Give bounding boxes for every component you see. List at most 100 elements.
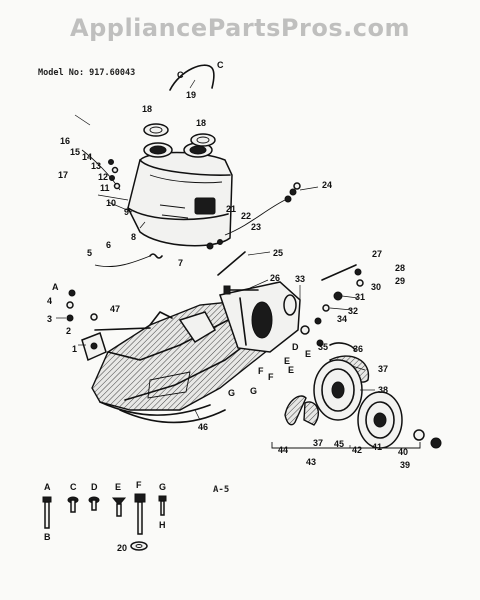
drive-pulley-38 [313,359,363,421]
callout-38: 38 [378,385,388,395]
callout-20: 20 [117,543,127,553]
callout-26: 26 [270,273,280,283]
callout-5: 5 [87,248,92,258]
fuel-cap-left [143,142,173,158]
letter-f-2: F [268,372,274,382]
callout-37b: 37 [313,438,323,448]
callout-36: 36 [353,344,363,354]
watermark-text: AppliancePartsPros.com [70,14,410,42]
callout-17: 17 [58,170,68,180]
washer-nut-39-40 [413,429,442,449]
legend-letter-g: G [159,482,166,492]
callout-27: 27 [372,249,382,259]
model-number-label: Model No: 917.60043 [38,68,136,78]
callout-35: 35 [318,342,328,352]
callout-13: 13 [91,161,101,171]
spring-7 [149,253,163,259]
callout-32: 32 [348,306,358,316]
bracket-left [81,332,107,362]
tie-rod-47 [94,327,151,331]
callout-30: 30 [371,282,381,292]
fuel-cap-right [183,142,213,158]
fastener-f-bolt [134,493,146,535]
letter-e-3: E [288,365,294,375]
legend-letter-c: C [70,482,77,492]
letter-c-2: C [217,60,224,70]
wire-6 [94,255,151,267]
leader-lines [56,79,375,448]
fuel-tank [127,151,233,247]
callout-42: 42 [352,445,362,455]
bolt-26-head [223,285,231,295]
callout-3: 3 [47,314,52,324]
callout-40: 40 [398,447,408,457]
callout-23: 23 [251,222,261,232]
washer-20 [130,541,148,551]
page-reference: A-5 [213,485,230,495]
legend-letter-b: B [44,532,51,542]
fastener-e-screw [111,497,127,517]
washers-28-32 [300,268,364,347]
reference-letters: A C C D E E E F F G G A B C D E F G H [44,60,311,542]
callout-22: 22 [241,211,251,221]
callout-28: 28 [395,263,405,273]
callout-25: 25 [273,248,283,258]
callout-15: 15 [70,147,80,157]
callout-24: 24 [322,180,332,190]
small-parts-left [66,289,98,322]
callout-1: 1 [72,344,77,354]
callout-6: 6 [106,240,111,250]
cap-gasket-18b [190,133,216,147]
callout-33: 33 [295,274,305,284]
callout-11: 11 [100,183,110,193]
callout-8: 8 [131,232,136,242]
callout-14: 14 [82,152,92,162]
callout-29: 29 [395,276,405,286]
callout-2: 2 [66,326,71,336]
spring-36 [329,342,356,351]
housing [219,281,301,353]
letter-f-1: F [258,366,264,376]
callout-21: 21 [226,204,236,214]
legend-letter-a: A [44,482,51,492]
fastener-g-screw [158,495,167,516]
callout-41: 41 [372,442,382,452]
legend-letter-d: D [91,482,98,492]
letter-d-1: D [292,342,299,352]
callout-45: 45 [334,439,344,449]
callout-31: 31 [355,292,365,302]
letter-g-2: G [250,386,257,396]
tank-strap [169,64,215,91]
callout-4: 4 [47,296,52,306]
callout-12: 12 [98,172,108,182]
letter-a-top: A [52,282,59,292]
callout-16: 16 [60,136,70,146]
cap-gasket-18a [143,123,169,137]
callout-44: 44 [278,445,288,455]
callout-7: 7 [178,258,183,268]
legend-letter-e: E [115,482,121,492]
callout-43: 43 [306,457,316,467]
letter-e-1: E [305,349,311,359]
fuel-fittings-left [108,159,121,190]
callout-34: 34 [337,314,347,324]
callout-18b: 18 [196,118,206,128]
callout-numbers: 1 2 3 4 5 6 7 8 9 10 11 12 13 14 15 16 1… [47,90,410,553]
fastener-a-bolt [42,496,52,529]
callout-37a: 37 [378,364,388,374]
callout-47: 47 [110,304,120,314]
letter-c-1: C [177,70,184,80]
letter-g-1: G [228,388,235,398]
callout-18a: 18 [142,104,152,114]
callout-39: 39 [400,460,410,470]
frame-rail [99,401,226,424]
fastener-c-screw [67,496,79,513]
legend-letter-f: F [136,480,142,490]
callout-9: 9 [124,207,129,217]
fuel-line-right [224,199,286,236]
callout-19: 19 [186,90,196,100]
fastener-d-screw [88,496,100,511]
callout-10: 10 [106,198,116,208]
clutch-shoes-44 [284,395,319,426]
